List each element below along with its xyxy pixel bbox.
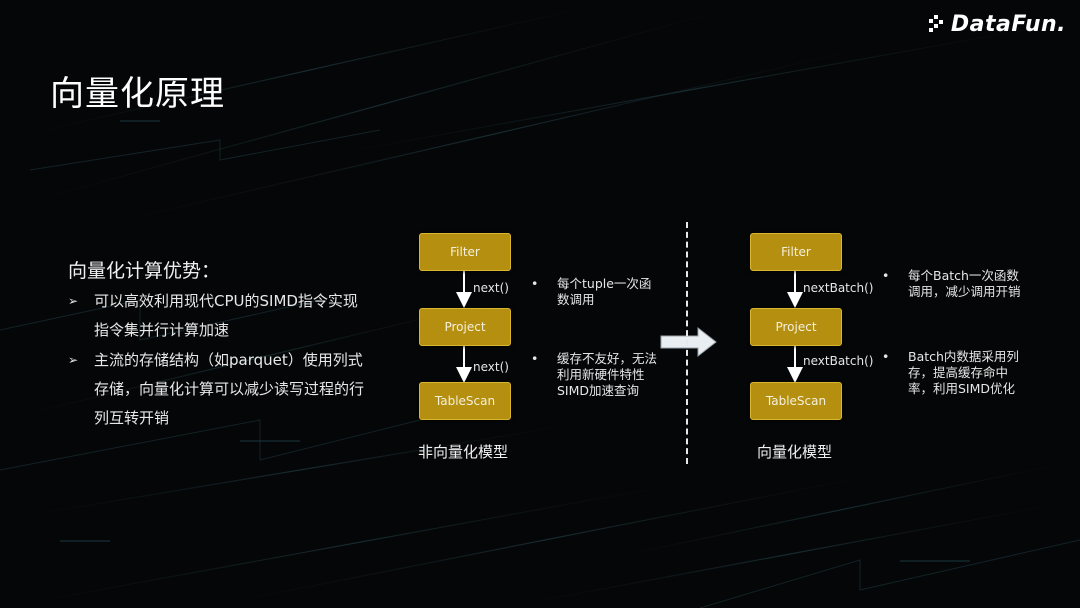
note-text: 每个Batch一次函数调用，减少调用开销 [908, 268, 1021, 299]
arrow-bullet-icon: ➢ [68, 353, 79, 367]
advantage-text: 主流的存储结构（如parquet）使用列式存储，向量化计算可以减少读写过程的行列… [94, 351, 365, 427]
edge-label: nextBatch() [803, 281, 874, 295]
advantages-heading: 向量化计算优势： [68, 260, 221, 282]
bullet-dot-icon: • [882, 268, 890, 283]
note-text: 每个tuple一次函数调用 [557, 276, 652, 307]
arrow-bullet-icon: ➢ [68, 294, 79, 308]
note: • 每个tuple一次函数调用 [531, 276, 657, 308]
caption-vectorized: 向量化模型 [757, 443, 833, 461]
logo-text: DataFun. [950, 12, 1066, 37]
node-tablescan: TableScan [419, 382, 511, 420]
datafun-logo: DataFun. [928, 12, 1066, 37]
note-text: 缓存不友好，无法利用新硬件特性SIMD加速查询 [557, 351, 658, 398]
node-tablescan: TableScan [750, 382, 842, 420]
advantage-text: 可以高效利用现代CPU的SIMD指令实现指令集并行计算加速 [94, 292, 358, 339]
caption-non-vectorized: 非向量化模型 [418, 443, 509, 461]
note-text: Batch内数据采用列存，提高缓存命中率，利用SIMD优化 [908, 349, 1019, 396]
logo-mark-icon [928, 15, 947, 33]
edge-label: next() [473, 360, 509, 374]
advantages-list: ➢ 可以高效利用现代CPU的SIMD指令实现指令集并行计算加速 ➢ 主流的存储结… [68, 287, 368, 434]
node-filter: Filter [419, 233, 511, 271]
bullet-dot-icon: • [531, 276, 539, 291]
bullet-dot-icon: • [882, 349, 890, 364]
list-item: ➢ 主流的存储结构（如parquet）使用列式存储，向量化计算可以减少读写过程的… [68, 346, 368, 433]
page-title: 向量化原理 [50, 74, 225, 114]
bullet-dot-icon: • [531, 351, 539, 366]
dashed-divider [686, 222, 688, 464]
note: • 缓存不友好，无法利用新硬件特性SIMD加速查询 [531, 351, 658, 399]
node-project: Project [419, 308, 511, 346]
node-filter: Filter [750, 233, 842, 271]
note: • Batch内数据采用列存，提高缓存命中率，利用SIMD优化 [882, 349, 1026, 397]
list-item: ➢ 可以高效利用现代CPU的SIMD指令实现指令集并行计算加速 [68, 287, 368, 345]
edge-label: next() [473, 281, 509, 295]
note: • 每个Batch一次函数调用，减少调用开销 [882, 268, 1026, 300]
node-project: Project [750, 308, 842, 346]
edge-label: nextBatch() [803, 354, 874, 368]
